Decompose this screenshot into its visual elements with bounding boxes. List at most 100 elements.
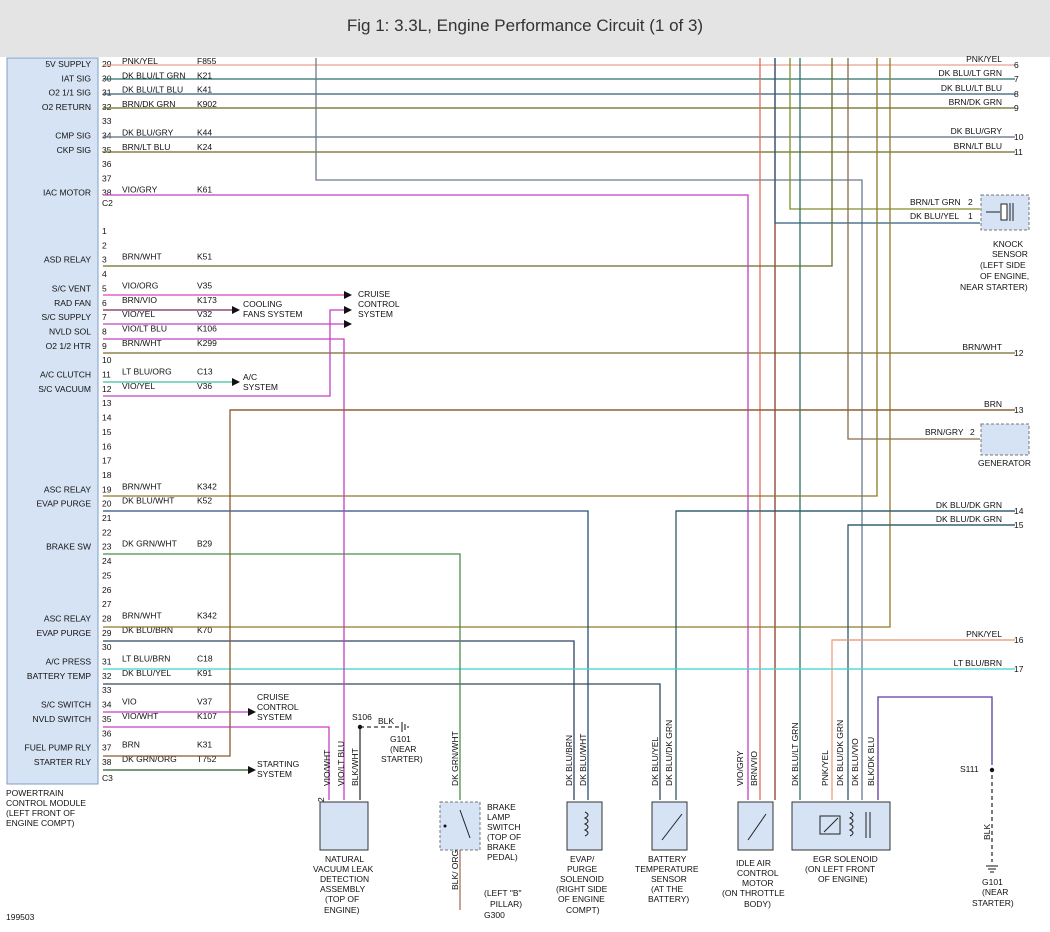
pcm-pin-number: 31 [102, 88, 112, 98]
arrow-cruise-vacuum [344, 306, 352, 314]
nvld-caption-2: VACUUM LEAK [313, 864, 374, 874]
right-wire-color: DK BLU/DK GRN [936, 500, 1002, 510]
nvld-pin-2: 2 [316, 797, 326, 802]
pcm-pin-label: IAC MOTOR [43, 188, 91, 198]
splice-s106-dot [357, 724, 363, 730]
s111-label: S111 [960, 764, 979, 774]
wire-evap-dk-blu-brn [103, 640, 575, 800]
pcm-pin-label: O2 1/2 HTR [46, 341, 91, 351]
right-wire-color: BRN [984, 399, 1002, 409]
pcm-pin-label: NVLD SOL [49, 326, 91, 336]
evap-caption-1: EVAP/ [570, 854, 595, 864]
pcm-wire-color: BRN/WHT [122, 338, 162, 348]
evap-caption-3: SOLENOID [560, 874, 604, 884]
generator-pin: 2 [970, 427, 975, 437]
pcm-circuit-id: K70 [197, 625, 212, 635]
pcm-pin-number: 22 [102, 527, 112, 537]
pcm-circuit-id: V36 [197, 381, 212, 391]
right-wire-color: DK BLU/LT GRN [939, 68, 1002, 78]
egr-solenoid: DK BLU/LT GRN PNK/YEL DK BLU/DK GRN DK B… [790, 720, 891, 884]
pcm-circuit-id: K21 [197, 70, 212, 80]
generator-caption: GENERATOR [978, 458, 1031, 468]
nvld-caption-1: NATURAL [325, 854, 364, 864]
wire-asc-relay-28 [103, 58, 891, 628]
right-wire-number: 13 [1014, 405, 1024, 415]
pcm-pin-number: 32 [102, 102, 112, 112]
right-wire-number: 11 [1014, 147, 1023, 157]
pcm-wire-color: DK BLU/BRN [122, 625, 173, 635]
pcm-pin-number: 6 [102, 298, 107, 308]
pcm-pin-label: O2 1/1 SIG [48, 88, 91, 98]
pcm-pin-number: 10 [102, 355, 112, 365]
pcm-circuit-id: K107 [197, 711, 217, 721]
nvld-caption-3: DETECTION [320, 874, 369, 884]
pcm-pin-number: 28 [102, 613, 112, 623]
pcm-wire-color: DK BLU/WHT [122, 496, 174, 506]
pcm-pin-number: 8 [102, 326, 107, 336]
pcm-pin-number: 26 [102, 585, 112, 595]
starting-system-l1: STARTING [257, 759, 299, 769]
pcm-pin-label: BRAKE SW [46, 542, 91, 552]
pcm-pin-number: 29 [102, 59, 112, 69]
pcm-pin-label: S/C VACUUM [38, 384, 91, 394]
pcm-wire-color: LT BLU/BRN [122, 654, 170, 664]
arrow-ac-system [232, 378, 240, 386]
pcm-circuit-id: K342 [197, 481, 217, 491]
wire-iac-vio-gry [103, 194, 749, 800]
pcm-wire-color: BRN/LT BLU [122, 142, 170, 152]
cruise-control-1-l2: CONTROL [358, 299, 400, 309]
cruise-control-2-l3: SYSTEM [257, 712, 292, 722]
right-wire-number: 12 [1014, 348, 1024, 358]
right-wire-number: 14 [1014, 506, 1024, 516]
pcm-pin-label: A/C CLUTCH [40, 370, 91, 380]
splice-s106: S106 [352, 712, 372, 722]
generator: BRN/GRY 2 GENERATOR [925, 423, 1031, 468]
pcm-pin-number: 12 [102, 384, 112, 394]
iac-caption-5: BODY) [744, 899, 771, 909]
right-wire-color: BRN/WHT [962, 342, 1002, 352]
iac-caption-2: CONTROL [737, 868, 779, 878]
battery-wire-1: DK BLU/YEL [650, 737, 660, 786]
right-wire-color: LT BLU/BRN [954, 658, 1002, 668]
pcm-pin-number: 5 [102, 283, 107, 293]
pcm-circuit-id: T752 [197, 754, 217, 764]
lower-harness [103, 194, 1015, 862]
pcm-wire-color: LT BLU/ORG [122, 367, 172, 377]
right-wire-color: BRN/LT BLU [954, 141, 1002, 151]
wire-battery-dk-blu-dk-grn [675, 510, 1015, 800]
pcm-pin-label: CKP SIG [57, 145, 91, 155]
pcm-wire-color: DK BLU/YEL [122, 668, 171, 678]
arrow-cooling-fans [232, 306, 240, 314]
pcm-caption-1: POWERTRAIN [6, 788, 63, 798]
pcm-pin-number: 38 [102, 188, 112, 198]
pcm-circuit-id: K61 [197, 185, 212, 195]
generator-wire: BRN/GRY [925, 427, 964, 437]
pcm-wire-color: VIO [122, 697, 137, 707]
nvld-caption-6: ENGINE) [324, 905, 360, 915]
evap-wire-1: DK BLU/BRN [564, 735, 574, 786]
knock-sensor: BRN/LT GRN 2 DK BLU/YEL 1 KNOCK SENSOR (… [910, 194, 1030, 292]
iac-motor: VIO/GRY BRN/VIO IDLE AIR CONTROL MOTOR (… [722, 750, 785, 909]
battery-caption-5: BATTERY) [648, 894, 689, 904]
pcm-pin-label: S/C VENT [52, 283, 91, 293]
evap-caption-2: PURGE [567, 864, 598, 874]
nvld-wire-1: VIO/WHT [322, 750, 332, 786]
pcm-pin-number: 33 [102, 685, 112, 695]
pcm-pin-label: ASD RELAY [44, 255, 91, 265]
knock-caption-3: (LEFT SIDE [980, 260, 1026, 270]
pcm-pin-number: 2 [102, 240, 107, 250]
pcm-wire-color: BRN/DK GRN [122, 99, 175, 109]
pcm-caption-4: ENGINE COMPT) [6, 818, 75, 828]
brake-caption-4: (TOP OF [487, 832, 521, 842]
wire-sc-vacuum [103, 309, 344, 397]
right-ground-caption-1: G101 [982, 877, 1003, 887]
knock-caption-5: NEAR STARTER) [960, 282, 1028, 292]
brake-caption-6: PEDAL) [487, 852, 518, 862]
ground-g101-left [401, 722, 409, 732]
arrow-cruise-2 [248, 708, 256, 716]
cruise-control-1-l1: CRUISE [358, 289, 390, 299]
pcm-pin-number: 17 [102, 456, 112, 466]
